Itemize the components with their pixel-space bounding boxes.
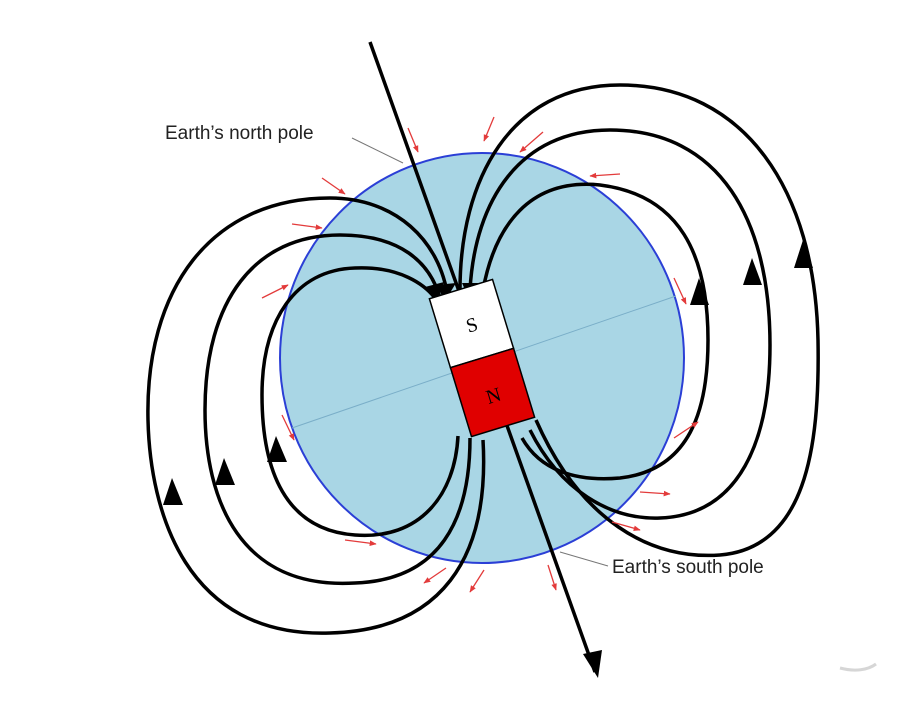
magnet-north-label: N	[484, 384, 504, 409]
arrowhead-right-outer	[794, 240, 813, 268]
left-field-line-middle	[203, 233, 472, 586]
axis-arrowhead	[583, 650, 602, 678]
left-field-line-outer	[146, 196, 486, 635]
right-field-line-middle	[468, 128, 772, 520]
left-field-line-inner	[260, 266, 460, 538]
arrowhead-top-2	[436, 283, 456, 301]
arrowhead-right-middle	[743, 258, 762, 285]
right-field-line-inner	[481, 182, 710, 481]
north-pole-pointer	[351, 137, 404, 164]
field-line-arrowheads	[163, 240, 813, 505]
corner-decoration	[839, 662, 877, 672]
north-pole-label: Earth’s north pole	[165, 123, 314, 144]
south-pole-pointer	[559, 551, 609, 567]
arrowhead-left-inner	[267, 436, 287, 462]
magnet-north-half	[449, 347, 536, 438]
arrowhead-right-inner	[690, 278, 709, 305]
right-field-lines	[458, 83, 820, 558]
surface-field-arrows	[261, 116, 699, 593]
bar-magnet: S N	[428, 278, 536, 438]
left-field-lines	[146, 196, 486, 635]
arrowhead-left-outer	[163, 478, 183, 505]
arrowhead-left-middle	[215, 458, 235, 485]
south-pole-label: Earth’s south pole	[612, 557, 764, 578]
right-field-line-outer	[458, 83, 820, 558]
